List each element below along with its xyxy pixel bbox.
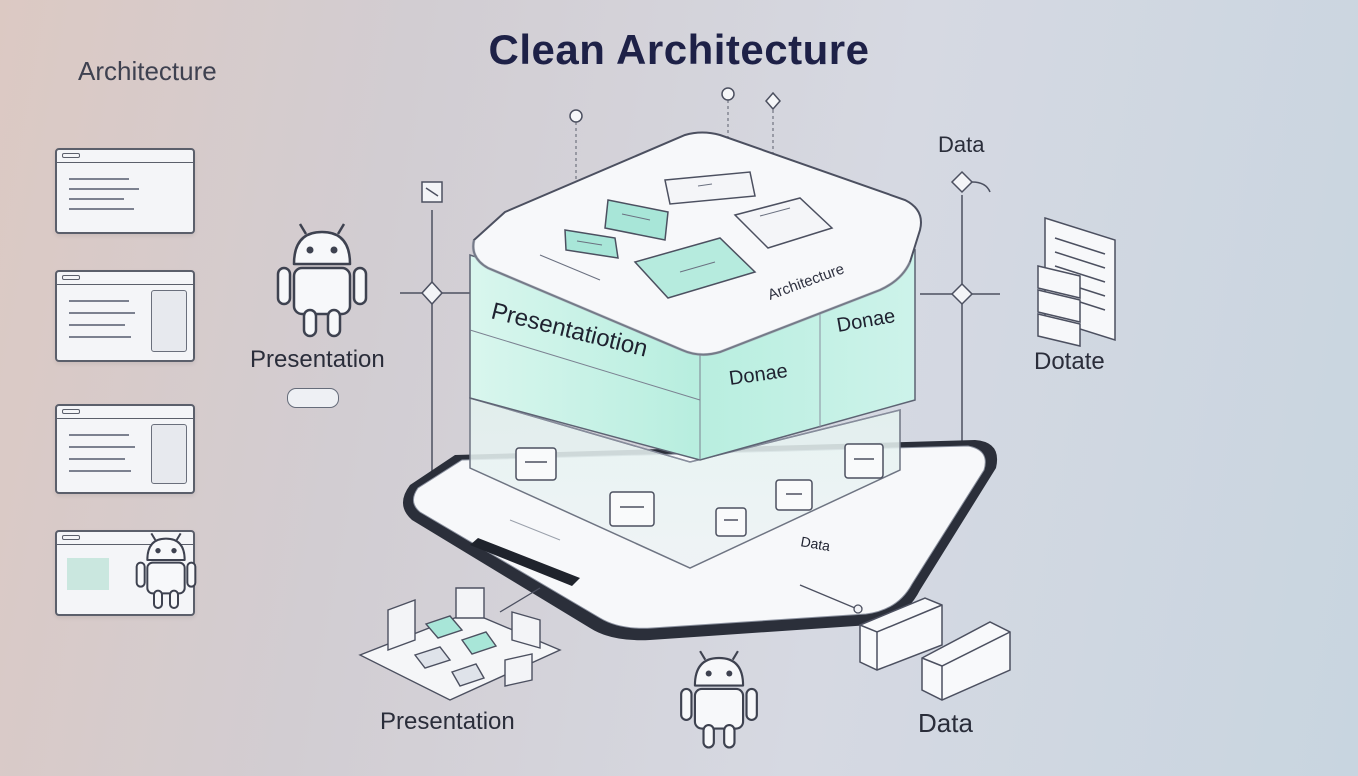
dotate-right-label: Dotate [1034,348,1105,375]
document-stack-icon [1037,216,1116,347]
data-bottom-label: Data [918,708,973,738]
left-connector [400,181,470,475]
android-robot-icon [135,532,197,609]
app-window-icon [55,148,195,234]
pin-marker-icon [569,87,781,123]
data-top-label: Data [938,132,985,157]
data-layer-label: Data [799,533,831,554]
data-layer-box [469,397,901,569]
presentation-bottom-label: Presentation [380,708,515,735]
app-window-icon [55,404,195,494]
android-robot-icon [276,223,368,338]
top-card [471,131,922,357]
database-block-icon [859,597,1011,701]
small-pill-badge [287,388,339,408]
architecture-corner-label: Architecture [78,56,217,86]
android-robot-icon [680,650,758,749]
mini-board-icon [358,587,562,701]
diagram-title: Clean Architecture [488,26,870,73]
presentation-left-label: Presentation [250,346,385,373]
right-connector [920,170,1000,470]
app-window-icon [55,270,195,362]
